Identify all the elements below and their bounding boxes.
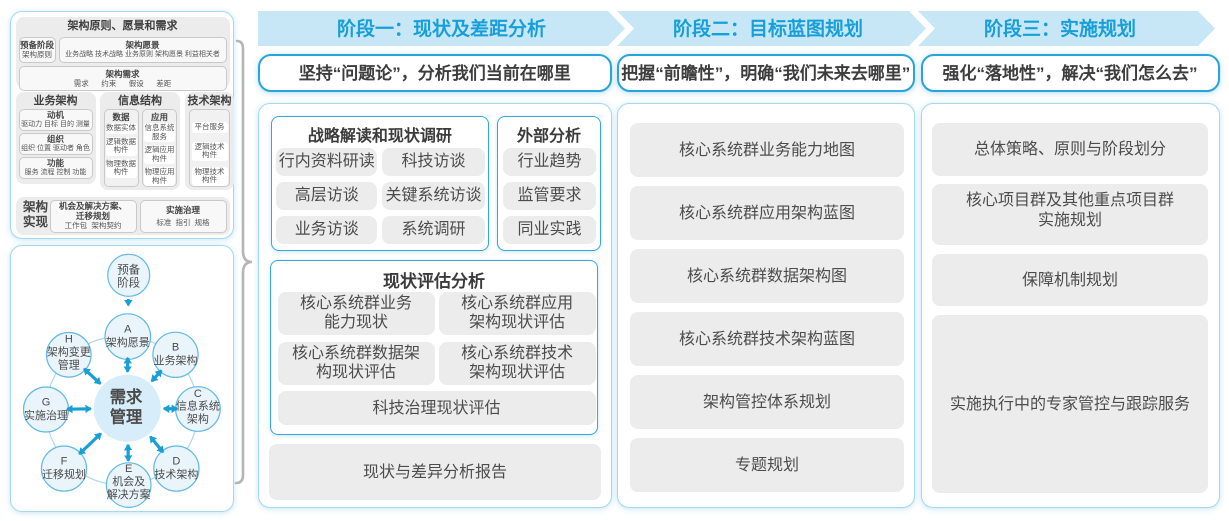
svg-text:迁移规划: 迁移规划 <box>42 467 86 481</box>
svg-text:C: C <box>194 388 202 400</box>
svg-text:业务架构: 业务架构 <box>154 353 198 367</box>
svg-text:阶段: 阶段 <box>117 276 140 290</box>
svg-text:F: F <box>61 455 68 467</box>
svg-text:实施治理: 实施治理 <box>24 408 68 422</box>
svg-text:G: G <box>42 396 51 408</box>
svg-text:架构愿景: 架构愿景 <box>106 335 150 349</box>
svg-text:管理: 管理 <box>110 408 143 427</box>
svg-text:A: A <box>124 323 132 335</box>
svg-text:管理: 管理 <box>58 357 80 371</box>
svg-text:B: B <box>172 342 179 354</box>
svg-text:架构变更: 架构变更 <box>47 344 91 358</box>
svg-text:架构: 架构 <box>187 412 209 426</box>
svg-text:D: D <box>172 455 180 467</box>
svg-text:预备: 预备 <box>117 263 140 277</box>
svg-text:信息系统: 信息系统 <box>176 399 220 413</box>
svg-text:H: H <box>65 334 73 346</box>
svg-text:E: E <box>125 463 132 475</box>
svg-text:解决方案: 解决方案 <box>107 487 151 501</box>
svg-text:技术架构: 技术架构 <box>154 467 198 481</box>
svg-text:需求: 需求 <box>110 388 143 407</box>
svg-text:机会及: 机会及 <box>112 474 145 488</box>
